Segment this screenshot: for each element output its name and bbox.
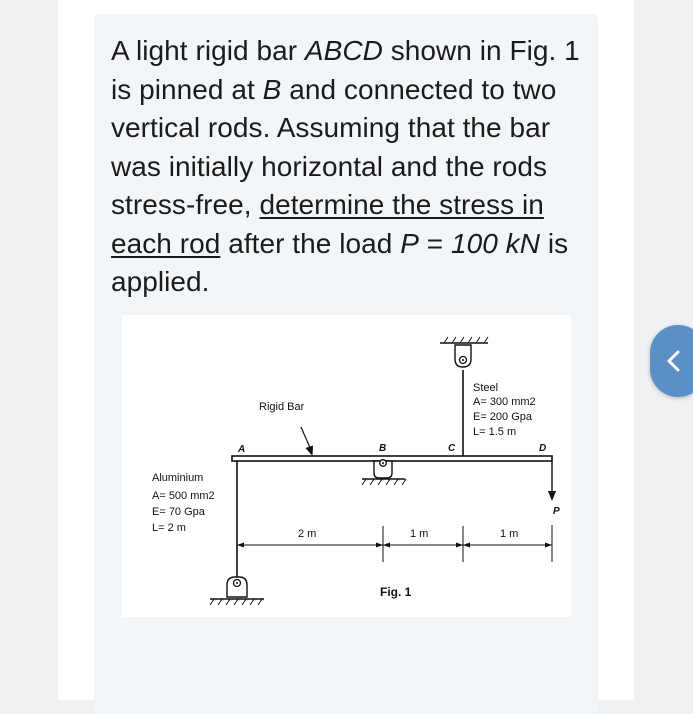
question-segment: is applied. (111, 227, 569, 298)
dimension-ab-label: 2 m (298, 528, 316, 540)
load-arrow-p (548, 461, 556, 501)
point-d-label: D (539, 443, 546, 454)
steel-name: Steel (473, 382, 498, 394)
aluminium-ground-pin (209, 576, 264, 606)
steel-modulus: E= 200 Gpa (473, 411, 533, 423)
figure-caption: Fig. 1 (380, 585, 412, 599)
question-segment: A light rigid bar (111, 35, 305, 66)
question-segment: B (262, 73, 282, 105)
question-segment: determine the stress in each rod (111, 189, 544, 259)
steel-area: A= 300 mm2 (473, 396, 536, 408)
dimension-bc-label: 1 m (410, 528, 428, 540)
question-segment: P (400, 227, 419, 259)
aluminium-area: A= 500 mm2 (152, 490, 215, 502)
figure-fig-1: Rigid Bar Aluminium A= 500 mm2 E= 70 Gpa… (122, 315, 571, 617)
rigid-bar (231, 455, 553, 462)
steel-length: L= 1.5 m (473, 426, 516, 438)
collapse-panel-button[interactable] (650, 325, 693, 397)
dimension-cd-label: 1 m (500, 528, 518, 540)
rigid-bar-label: Rigid Bar (259, 401, 305, 413)
question-segment: 100 kN (450, 227, 541, 259)
steel-ceiling-pin (440, 336, 489, 368)
pin-support-b (361, 459, 407, 486)
point-a-label: A (237, 444, 245, 455)
question-segment: shown in Fig. 1 is pinned at (111, 35, 580, 105)
dimension-lines (237, 525, 553, 562)
load-p-label: P (553, 506, 560, 517)
question-segment: and connected to two vertical rods. Assu… (111, 73, 557, 221)
rigid-bar-pointer (300, 426, 313, 456)
question-text: A light rigid bar ABCD shown in Fig. 1 i… (111, 32, 591, 302)
point-b-label: B (379, 443, 386, 454)
chevron-left-icon (667, 350, 680, 372)
aluminium-name: Aluminium (152, 472, 203, 484)
aluminium-length: L= 2 m (152, 522, 186, 534)
question-segment: = (418, 227, 451, 259)
question-segment: ABCD (304, 35, 383, 66)
point-c-label: C (448, 443, 456, 454)
question-segment: after the load (220, 227, 401, 259)
aluminium-modulus: E= 70 Gpa (152, 506, 206, 518)
